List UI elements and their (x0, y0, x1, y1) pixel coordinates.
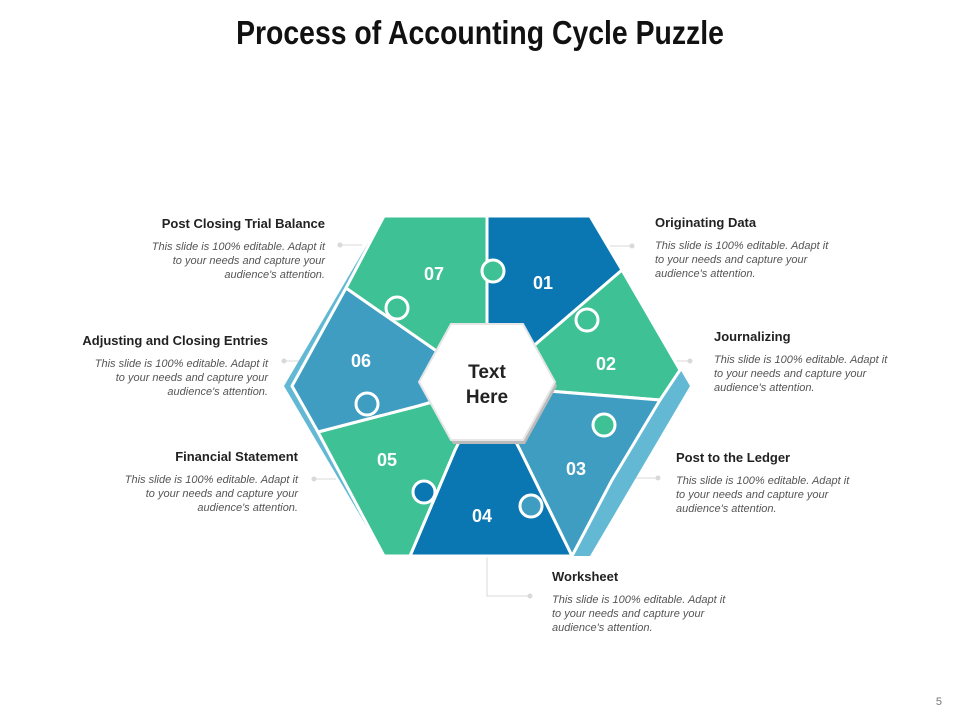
desc-line: to your needs and capture your (676, 489, 829, 501)
puzzle-tab (411, 479, 437, 505)
center-text-line: Here (465, 387, 509, 408)
step-label-02: Journalizing This slide is 100% editable… (714, 329, 954, 395)
desc-line: audience's attention. (224, 269, 325, 281)
step-description: This slide is 100% editable. Adapt it to… (552, 593, 792, 635)
step-description: This slide is 100% editable. Adapt it to… (28, 357, 268, 399)
puzzle-tab (574, 307, 600, 333)
step-title: Originating Data (655, 215, 757, 230)
puzzle-tabs (354, 258, 617, 519)
step-title: Worksheet (552, 569, 619, 584)
piece-number-03: 03 (566, 459, 586, 479)
step-title: Journalizing (714, 329, 791, 344)
connector-lines (281, 242, 693, 599)
step-description: This slide is 100% editable. Adapt it to… (85, 240, 325, 282)
center-text: Text Here (430, 360, 544, 410)
step-description: This slide is 100% editable. Adapt it to… (714, 353, 954, 395)
desc-line: This slide is 100% editable. Adapt it (151, 241, 325, 253)
puzzle-tab (480, 258, 506, 284)
puzzle-tab (354, 391, 380, 417)
step-label-01: Originating Data This slide is 100% edit… (655, 215, 895, 281)
desc-line: to your needs and capture your (115, 372, 268, 384)
piece-number-05: 05 (377, 450, 397, 470)
piece-number-01: 01 (533, 273, 553, 293)
desc-line: audience's attention. (714, 382, 815, 394)
center-text-line: Text (468, 362, 506, 383)
desc-line: This slide is 100% editable. Adapt it (552, 594, 726, 606)
puzzle-tab (518, 493, 544, 519)
step-label-04: Worksheet This slide is 100% editable. A… (552, 569, 792, 635)
desc-line: This slide is 100% editable. Adapt it (714, 354, 888, 366)
puzzle-tab (591, 412, 617, 438)
desc-line: audience's attention. (167, 386, 268, 398)
step-label-06: Adjusting and Closing Entries This slide… (28, 333, 268, 399)
step-description: This slide is 100% editable. Adapt it to… (58, 473, 298, 515)
step-label-03: Post to the Ledger This slide is 100% ed… (676, 450, 916, 516)
piece-number-02: 02 (596, 354, 616, 374)
step-label-07: Post Closing Trial Balance This slide is… (85, 216, 325, 282)
step-description: This slide is 100% editable. Adapt it to… (655, 239, 895, 281)
desc-line: This slide is 100% editable. Adapt it (94, 358, 268, 370)
desc-line: audience's attention. (197, 502, 298, 514)
connector-line-04 (486, 556, 530, 597)
desc-line: This slide is 100% editable. Adapt it (124, 474, 298, 486)
desc-line: to your needs and capture your (552, 608, 705, 620)
piece-number-07: 07 (424, 264, 444, 284)
desc-line: audience's attention. (552, 622, 653, 634)
step-title: Financial Statement (175, 449, 298, 464)
step-title: Post to the Ledger (676, 450, 791, 465)
desc-line: This slide is 100% editable. Adapt it (655, 240, 829, 252)
piece-number-06: 06 (351, 351, 371, 371)
step-title: Post Closing Trial Balance (161, 216, 325, 231)
step-label-05: Financial Statement This slide is 100% e… (58, 449, 298, 515)
step-title: Adjusting and Closing Entries (82, 333, 268, 348)
piece-number-04: 04 (472, 506, 492, 526)
desc-line: audience's attention. (655, 268, 756, 280)
desc-line: to your needs and capture your (714, 368, 867, 380)
desc-line: to your needs and capture your (655, 254, 808, 266)
desc-line: audience's attention. (676, 503, 777, 515)
desc-line: This slide is 100% editable. Adapt it (676, 475, 850, 487)
center-hexagon (417, 323, 557, 441)
desc-line: to your needs and capture your (172, 255, 325, 267)
step-description: This slide is 100% editable. Adapt it to… (676, 474, 916, 516)
page-number: 5 (935, 696, 942, 708)
desc-line: to your needs and capture your (145, 488, 298, 500)
page-title: Process of Accounting Cycle Puzzle (236, 14, 724, 51)
puzzle-tab (384, 295, 410, 321)
